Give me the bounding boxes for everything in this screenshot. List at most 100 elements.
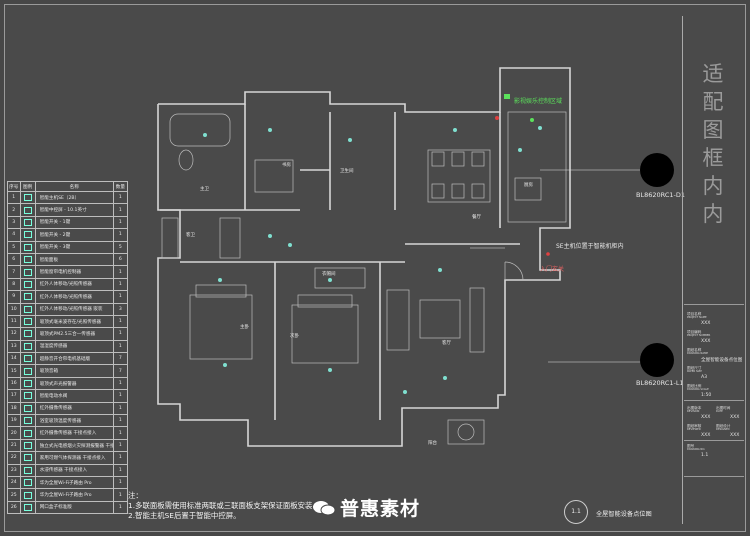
title-block-label: 项目编码	[687, 330, 702, 334]
legend-row-no: 21	[7, 438, 21, 453]
title-block	[682, 16, 747, 524]
camera-label: BL8620RC1-D1	[636, 191, 685, 199]
title-block-label: 出图时间	[716, 406, 731, 410]
legend-row-name: 智能窗帘电机控制器	[34, 265, 114, 279]
legend-row-qty: 5	[112, 240, 129, 254]
title-block-label: 图纸名称	[687, 348, 702, 352]
title-block-divider	[684, 400, 744, 401]
legend-symbol-icon	[19, 438, 36, 453]
title-block-sublabel: DRAWING SCALE	[687, 388, 709, 391]
wechat-icon	[313, 501, 336, 516]
title-block-sublabel: PAPER SIZE	[687, 370, 702, 373]
camera-label: BL8620RC1-L1	[636, 379, 684, 387]
legend-row-qty: 1	[112, 327, 129, 341]
title-block-sublabel: DATE	[716, 410, 723, 413]
legend-row-no: 12	[7, 327, 21, 341]
notes-title: 注：	[128, 491, 143, 500]
legend-row-no: 20	[7, 426, 21, 440]
legend-symbol-icon	[19, 364, 36, 378]
legend-symbol-icon	[19, 265, 36, 279]
legend-row-no: 10	[7, 302, 21, 316]
drawing-number-circle: 1.1	[564, 500, 588, 524]
legend-row-name: 吸顶音箱	[34, 364, 114, 378]
legend-symbol-icon	[19, 451, 36, 465]
legend-row-qty: 1	[112, 401, 129, 416]
legend-row-no: 4	[7, 228, 21, 242]
legend-symbol-icon	[19, 500, 36, 515]
legend-row-name: 红外人体移动/光照传感器	[34, 277, 114, 292]
legend-row-qty: 7	[112, 364, 129, 378]
title-block-value: XXX	[701, 433, 711, 438]
legend-row-no: 2	[7, 203, 21, 217]
legend-header-icon: 图例	[19, 181, 36, 192]
legend-symbol-icon	[19, 352, 36, 366]
legend-row-qty: 7	[112, 352, 129, 366]
legend-row-qty: 1	[112, 190, 129, 205]
room-label: 主卧	[240, 325, 249, 330]
host-note: SE主机位置于智能机柜内	[556, 243, 624, 250]
legend-row-no: 25	[7, 488, 21, 502]
legend-row-no: 7	[7, 265, 21, 279]
title-block-value: XXX	[730, 415, 740, 420]
legend-row-no: 14	[7, 352, 21, 366]
legend-row-qty: 1	[112, 228, 129, 242]
room-label: 客厅	[442, 341, 451, 346]
legend-row-name: 温湿度传感器	[34, 339, 114, 354]
title-block-sublabel: DRAWING NO.	[687, 448, 706, 451]
title-block-value: A3	[701, 375, 708, 380]
legend-row-no: 3	[7, 215, 21, 230]
title-block-label: 图纸审核	[687, 424, 702, 428]
legend-symbol-icon	[19, 277, 36, 292]
legend-row-no: 11	[7, 314, 21, 329]
drawing-sheet	[4, 4, 746, 532]
legend-row-qty: 1	[112, 414, 129, 428]
note-line: 1.多联面板需使用标准两联或三联面板支架保证面板安装	[128, 501, 313, 510]
title-block-label: 出图版本	[687, 406, 702, 410]
title-block-placeholder-text: 适配图框内内	[702, 62, 726, 226]
legend-row-name: 华为全屋Wi-Fi子路由 Pro	[34, 488, 114, 502]
legend-row-qty: 1	[112, 265, 129, 279]
legend-row-no: 5	[7, 240, 21, 254]
legend-row-no: 9	[7, 290, 21, 304]
legend-row-name: 智能主机SE（2B）	[34, 190, 114, 205]
title-block-sublabel: REVIEWED	[687, 428, 701, 431]
title-block-divider	[684, 440, 744, 441]
legend-row-no: 13	[7, 339, 21, 354]
legend-row-no: 26	[7, 500, 21, 515]
room-label: 衣帽间	[322, 272, 336, 277]
legend-row-name: 红外人体移动/光照传感器	[34, 290, 114, 304]
legend-symbol-icon	[19, 290, 36, 304]
legend-row-qty: 1	[112, 426, 129, 440]
title-block-value: XXX	[730, 433, 740, 438]
legend-row-qty: 6	[112, 252, 129, 267]
title-block-label: 图纸比例	[687, 384, 702, 388]
room-label: 餐厅	[472, 215, 481, 220]
watermark-text: 普惠素材	[340, 498, 421, 520]
room-label: 客卫	[186, 233, 195, 238]
legend-row-no: 15	[7, 364, 21, 378]
title-block-sublabel: PROJECT NUMBER	[687, 334, 711, 337]
legend-symbol-icon	[19, 190, 36, 205]
legend-row-no: 1	[7, 190, 21, 205]
legend-row-name: 红外摄像传感器	[34, 401, 114, 416]
legend-symbol-icon	[19, 215, 36, 230]
legend-row-name: 智能开关 - 2键	[34, 228, 114, 242]
title-block-sublabel: DRAWING NAME	[687, 352, 709, 355]
legend-row-qty: 1	[112, 389, 129, 403]
camera-marker	[640, 153, 674, 187]
title-block-divider	[684, 476, 744, 477]
legend-row-qty: 1	[112, 203, 129, 217]
